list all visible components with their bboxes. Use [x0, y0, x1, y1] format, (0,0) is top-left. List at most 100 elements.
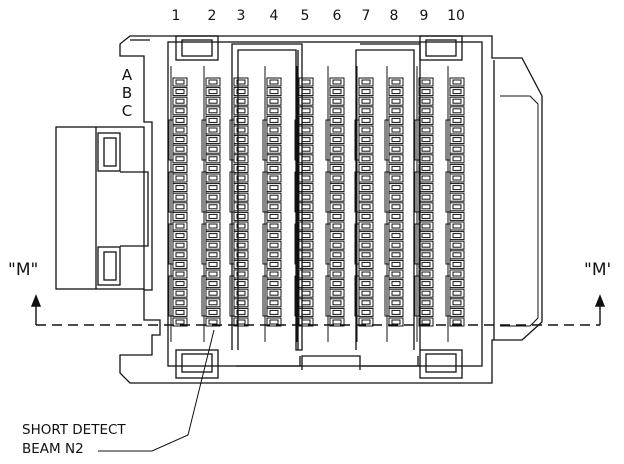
contact-pin: [175, 108, 185, 114]
contact-cavity: [266, 269, 282, 279]
contact-cavity: [298, 298, 314, 308]
contact-pin: [269, 281, 279, 287]
contact-cavity: [329, 77, 345, 87]
contact-pin: [361, 117, 371, 123]
contact-cavity: [388, 96, 404, 106]
contact-pin: [391, 290, 401, 296]
contact-pin: [269, 213, 279, 219]
contact-cavity: [266, 221, 282, 231]
contact-pin: [361, 290, 371, 296]
contact-pin: [421, 252, 431, 258]
contact-pin: [175, 300, 185, 306]
contact-cavity: [449, 298, 465, 308]
contact-cavity: [418, 106, 434, 116]
contact-cavity: [266, 192, 282, 202]
contact-pin: [175, 281, 185, 287]
contact-pin: [301, 175, 311, 181]
column-label-9: 9: [419, 8, 429, 24]
contact-cavity: [418, 202, 434, 212]
contact-pin: [361, 156, 371, 162]
contact-pin: [301, 252, 311, 258]
contact-cavity: [205, 202, 221, 212]
contact-pin: [332, 117, 342, 123]
beam-bar: [262, 275, 268, 317]
beam-bar: [201, 171, 207, 213]
contact-cavity: [233, 77, 249, 87]
contact-pin: [421, 175, 431, 181]
contact-cavity: [418, 240, 434, 250]
contact-pin: [391, 79, 401, 85]
contact-pin: [332, 261, 342, 267]
contact-pin: [301, 213, 311, 219]
contact-pin: [421, 108, 431, 114]
contact-cavity: [358, 269, 374, 279]
contact-pin: [269, 98, 279, 104]
contact-cavity: [266, 135, 282, 145]
contact-pin: [361, 271, 371, 277]
contact-cavity: [329, 144, 345, 154]
contact-cavity: [298, 211, 314, 221]
contact-pin: [332, 242, 342, 248]
contact-cavity: [358, 96, 374, 106]
contact-pin: [391, 204, 401, 210]
contact-pin: [236, 213, 246, 219]
contact-pin: [361, 309, 371, 315]
contact-cavity: [329, 240, 345, 250]
contact-cavity: [329, 115, 345, 125]
contact-pin: [208, 185, 218, 191]
contact-cavity: [388, 269, 404, 279]
contact-cavity: [358, 192, 374, 202]
beam-bar: [229, 171, 235, 213]
contact-pin: [301, 319, 311, 325]
contact-pin: [301, 261, 311, 267]
contact-cavity: [266, 173, 282, 183]
contact-cavity: [266, 259, 282, 269]
contact-cavity: [266, 250, 282, 260]
contact-pin: [269, 137, 279, 143]
column-label-10: 10: [447, 8, 465, 24]
contact-cavity: [172, 183, 188, 193]
beam-bar: [445, 275, 451, 317]
contact-pin: [269, 89, 279, 95]
contact-pin: [421, 309, 431, 315]
contact-pin: [361, 300, 371, 306]
contact-pin: [236, 290, 246, 296]
contact-pin: [236, 89, 246, 95]
contact-cavity: [449, 96, 465, 106]
row-label-b: B: [121, 84, 133, 102]
contact-pin: [361, 261, 371, 267]
contact-pin: [421, 233, 431, 239]
contact-pin: [452, 137, 462, 143]
contact-cavity: [388, 87, 404, 97]
contact-pin: [361, 204, 371, 210]
contact-pin: [361, 242, 371, 248]
contact-pin: [452, 146, 462, 152]
contact-pin: [175, 127, 185, 133]
contact-pin: [269, 127, 279, 133]
contact-cavity: [418, 250, 434, 260]
contact-cavity: [172, 77, 188, 87]
contact-cavity: [298, 115, 314, 125]
contact-pin: [452, 127, 462, 133]
contact-cavity: [266, 125, 282, 135]
contact-pin: [361, 223, 371, 229]
contact-pin: [236, 165, 246, 171]
contact-pin: [236, 233, 246, 239]
row-label-a: A: [121, 66, 133, 84]
contact-pin: [175, 233, 185, 239]
contact-pin: [301, 185, 311, 191]
beam-bar: [414, 171, 420, 213]
beam-bar: [325, 171, 331, 213]
contact-pin: [391, 252, 401, 258]
contact-cavity: [329, 173, 345, 183]
contact-cavity: [358, 202, 374, 212]
contact-pin: [421, 156, 431, 162]
contact-pin: [391, 156, 401, 162]
contact-pin: [208, 146, 218, 152]
latch-windows: [175, 35, 463, 379]
contact-pin: [236, 137, 246, 143]
contact-cavity: [329, 87, 345, 97]
column-label-6: 6: [332, 8, 342, 24]
contact-cavity: [172, 163, 188, 173]
contact-pin: [452, 194, 462, 200]
